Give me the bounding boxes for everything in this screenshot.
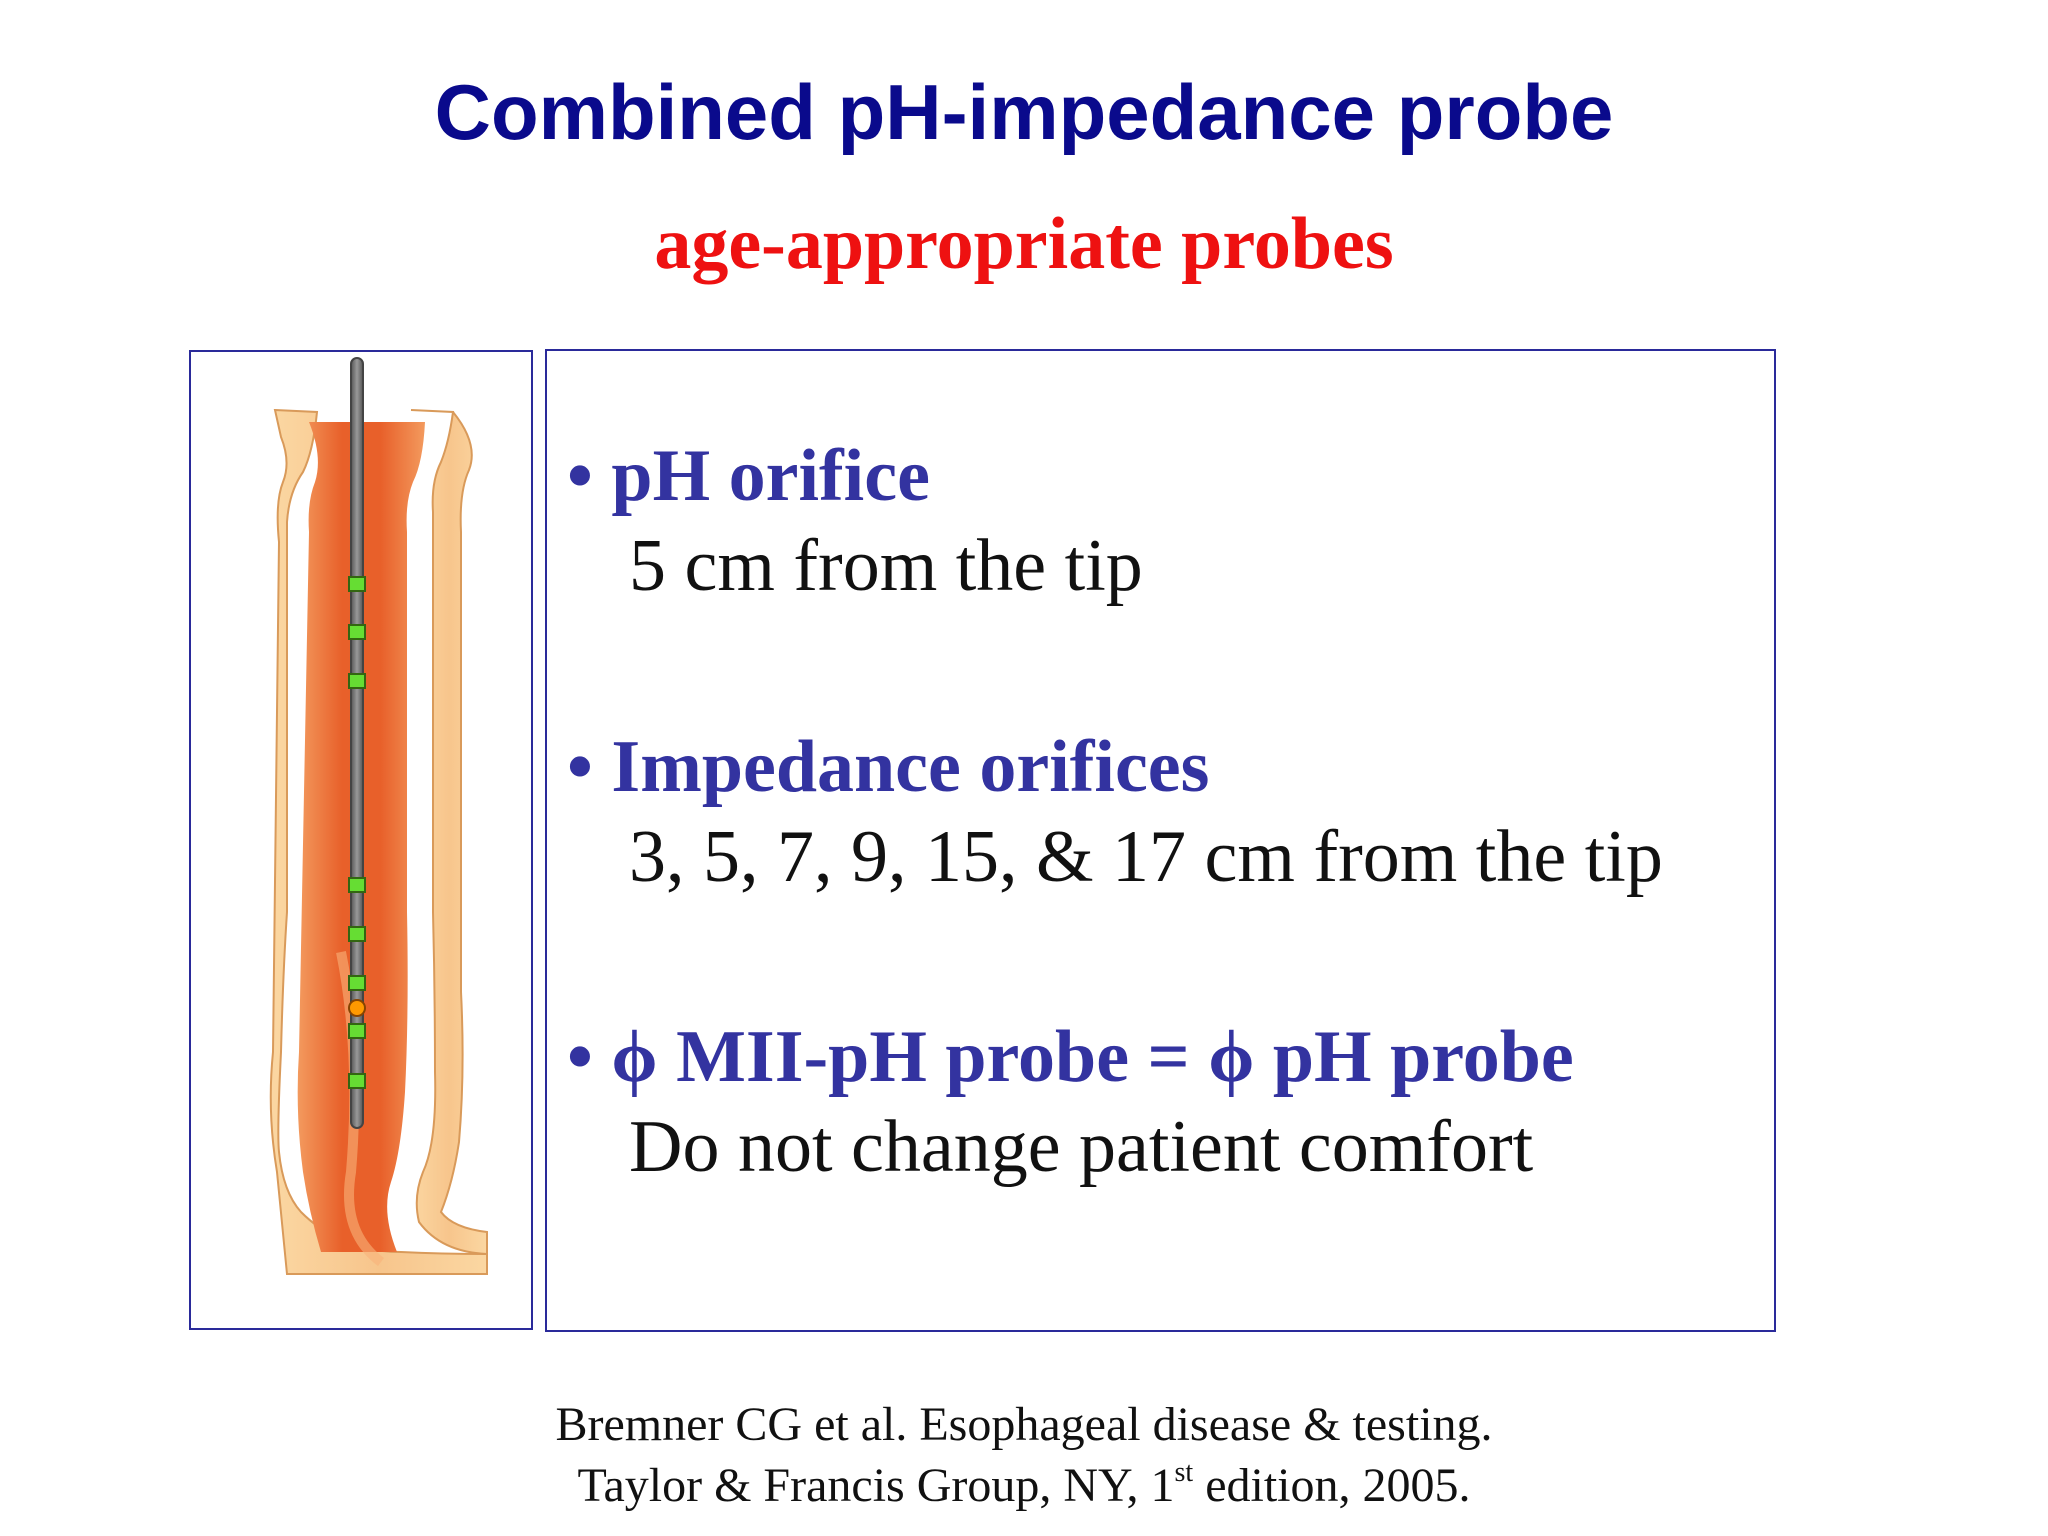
bullet-probe-comfort: • ϕ MII-pH probe = ϕ pH probe Do not cha… — [567, 1012, 1574, 1192]
bullet-ph-orifice: • pH orifice 5 cm from the tip — [567, 431, 1143, 611]
citation-superscript: st — [1174, 1457, 1194, 1488]
probe-facts-panel: • pH orifice 5 cm from the tip • Impedan… — [545, 349, 1776, 1332]
impedance-sensor — [348, 975, 366, 991]
bullet-heading: • pH orifice — [567, 435, 930, 517]
bullet-detail: 5 cm from the tip — [629, 525, 1143, 607]
esophagus-probe-illustration — [189, 350, 533, 1330]
impedance-sensor — [348, 926, 366, 942]
citation-text: Taylor & Francis Group, NY, 1 — [577, 1459, 1175, 1512]
bullet-heading: • ϕ MII-pH probe = ϕ pH probe — [567, 1016, 1574, 1098]
slide-title: Combined pH-impedance probe — [434, 68, 1614, 156]
esophagus-probe-svg — [269, 357, 488, 1275]
slide-subtitle: age-appropriate probes — [654, 203, 1394, 285]
impedance-sensor — [348, 624, 366, 640]
esophagus-wall-right — [410, 409, 488, 1256]
citation-line-2: Taylor & Francis Group, NY, 1st edition,… — [0, 1456, 2048, 1516]
impedance-sensor — [348, 576, 366, 592]
impedance-sensor — [348, 877, 366, 893]
bullet-heading: • Impedance orifices — [567, 726, 1210, 808]
impedance-sensor — [348, 673, 366, 689]
bullet-detail: 3, 5, 7, 9, 15, & 17 cm from the tip — [629, 816, 1663, 898]
bullet-detail: Do not change patient comfort — [629, 1106, 1534, 1188]
citation-line-1: Bremner CG et al. Esophageal disease & t… — [555, 1398, 1493, 1451]
impedance-sensor — [348, 1023, 366, 1039]
bullet-impedance-orifices: • Impedance orifices 3, 5, 7, 9, 15, & 1… — [567, 722, 1663, 902]
impedance-sensor — [348, 1073, 366, 1089]
citation-text-end: edition, 2005. — [1193, 1459, 1471, 1512]
impedance-sensors — [348, 576, 366, 1089]
ph-sensor — [348, 999, 366, 1017]
